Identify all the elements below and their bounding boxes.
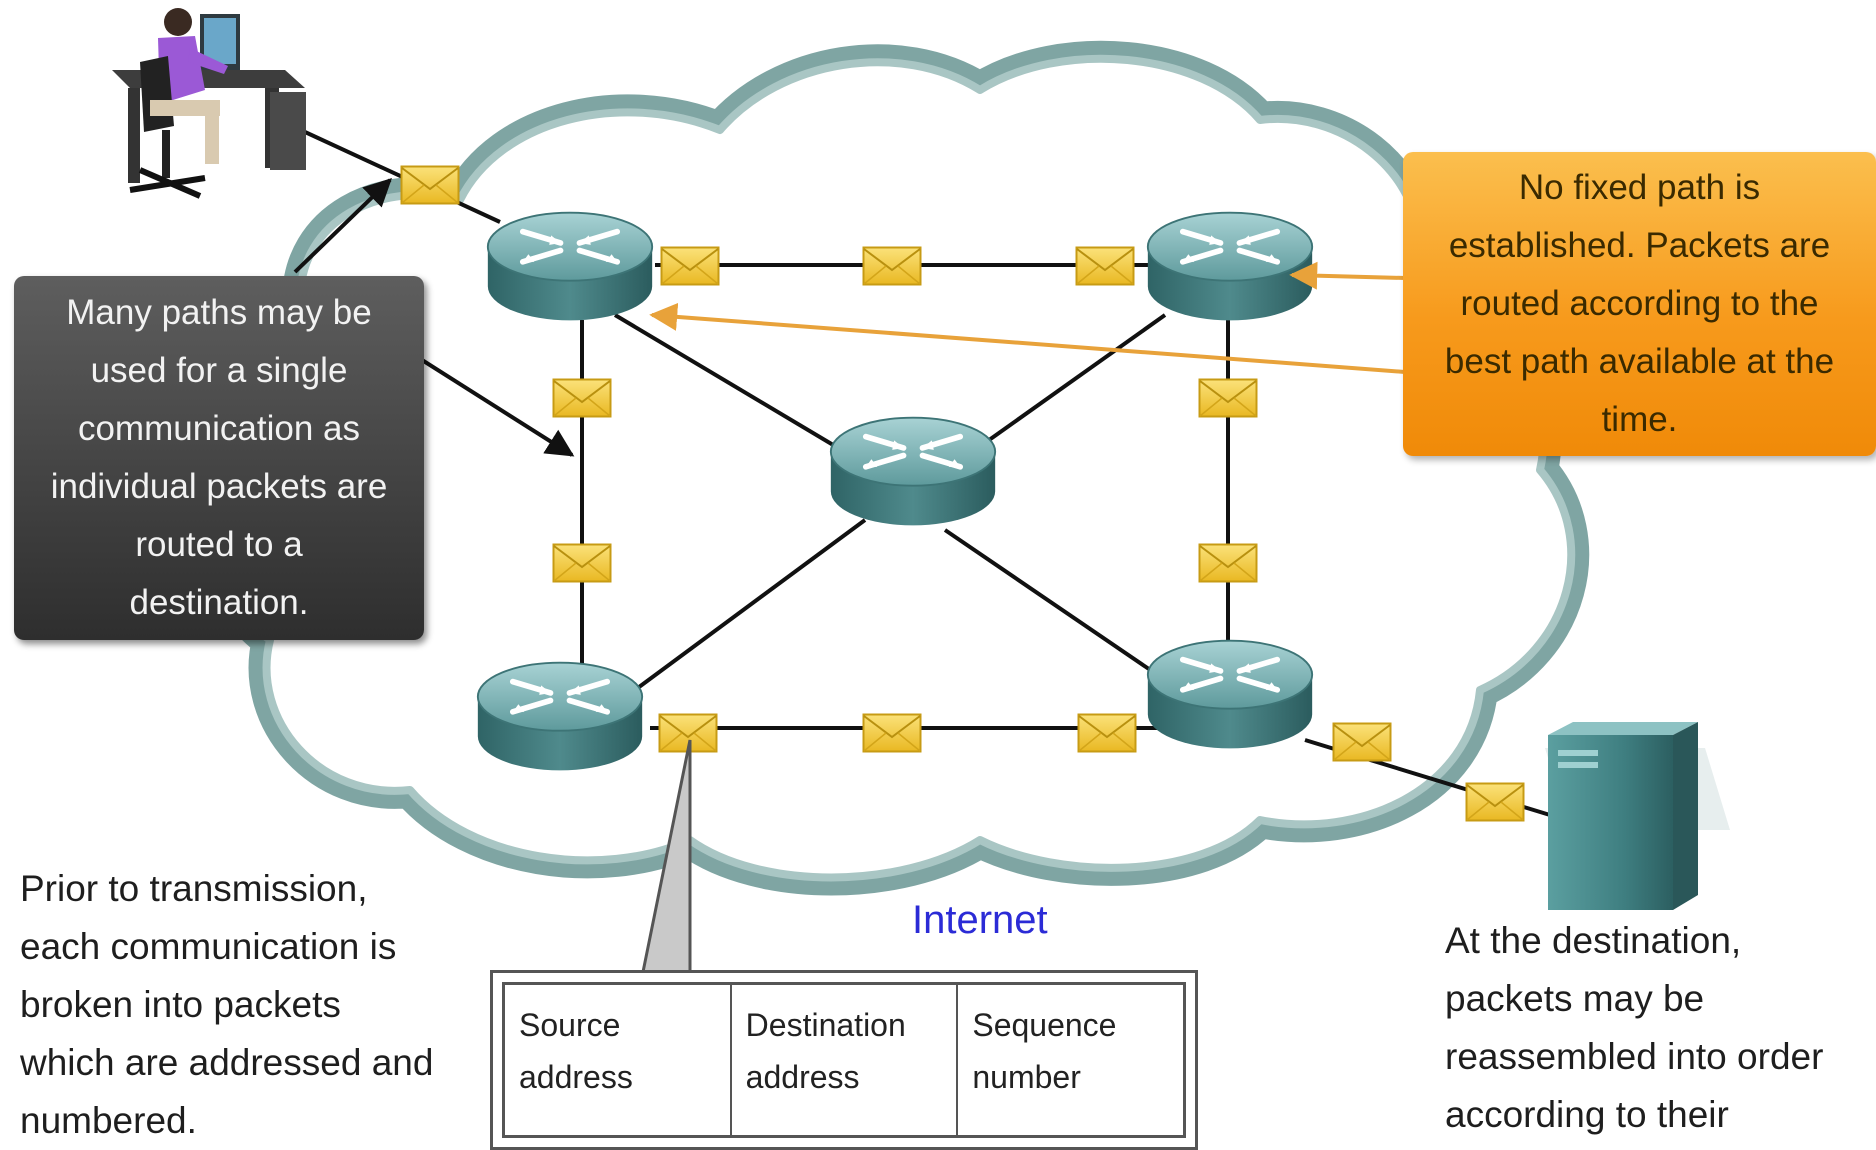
router-icon-bottom-left	[478, 663, 642, 771]
packet-envelope-icon	[400, 165, 460, 205]
packet-envelope-icon	[1198, 543, 1258, 583]
router-icon-top-left	[488, 213, 652, 321]
packet-envelope-icon	[1332, 722, 1392, 762]
callout-arrow	[1289, 261, 1406, 290]
left-callout: Many paths may be used for a single comm…	[14, 276, 424, 640]
packet-envelope-icon	[1198, 378, 1258, 418]
packet-header-table: Source address Destination address Seque…	[490, 970, 1198, 1150]
packet-envelope-icon	[862, 713, 922, 753]
right-callout: No fixed path is established. Packets ar…	[1403, 152, 1876, 456]
packet-envelope-icon	[862, 246, 922, 286]
cloud-label: Internet	[912, 898, 1048, 942]
packet-field-sequence: Sequence number	[972, 1007, 1117, 1095]
callout-arrow	[649, 302, 1406, 374]
user-at-workstation-icon	[112, 8, 306, 199]
packet-field-destination: Destination address	[732, 985, 959, 1135]
packet-envelope-icon	[1465, 782, 1525, 822]
packet-envelope-icon	[552, 543, 612, 583]
router-icon-center	[831, 418, 995, 526]
server-icon	[1545, 722, 1730, 910]
callout-arrow	[293, 178, 393, 274]
packet-envelope-icon	[1077, 713, 1137, 753]
left-note: Prior to transmission, each communicatio…	[20, 868, 434, 1141]
right-callout-text: No fixed path is established. Packets ar…	[1444, 168, 1835, 439]
right-note: At the destination, packets may be reass…	[1445, 920, 1824, 1135]
router-icon-bottom-right	[1148, 641, 1312, 749]
packet-envelope-icon	[1075, 246, 1135, 286]
left-callout-text: Many paths may be used for a single comm…	[50, 293, 388, 622]
router-icon-top-right	[1148, 213, 1312, 321]
packet-envelope-icon	[552, 378, 612, 418]
callout-arrow	[420, 358, 575, 457]
packet-field-source: Source address	[505, 985, 732, 1135]
packet-envelope-icon	[660, 246, 720, 286]
